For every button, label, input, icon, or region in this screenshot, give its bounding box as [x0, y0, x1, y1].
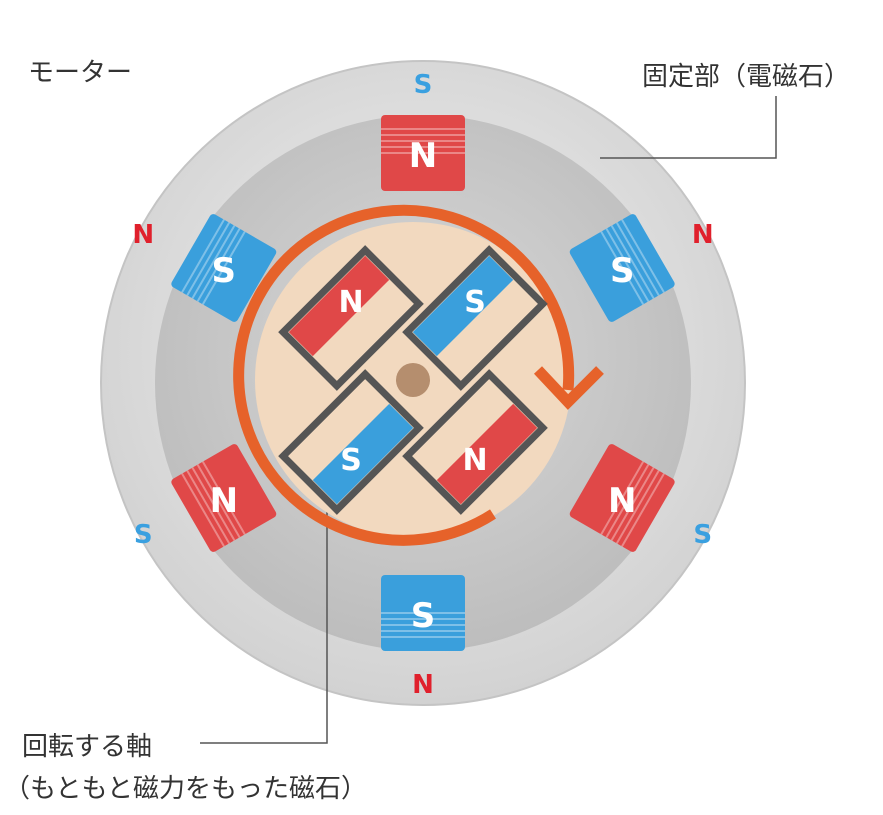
rotor-magnet-label: N: [338, 285, 363, 320]
coil-stripe: [186, 222, 231, 296]
coil-stripe: [600, 231, 645, 305]
stator-magnets: N S S N N S S N N S S N: [132, 70, 713, 700]
rotor-magnet-pole: [436, 403, 538, 505]
rotor-magnet: N: [278, 245, 424, 391]
stator-outer-pole-label: N: [412, 670, 434, 700]
coil-stripe: [615, 222, 660, 296]
coil-stripe: [615, 470, 660, 544]
stator-magnet-body: [381, 575, 465, 651]
stator-magnet-face-label: S: [212, 251, 237, 291]
stator-magnet-face-label: N: [409, 136, 437, 176]
coil-stripe: [201, 461, 246, 535]
rotor-label-line1: 回転する軸: [22, 732, 153, 762]
stator-magnet-body: [569, 214, 675, 322]
rotor-magnet-label: S: [464, 285, 486, 320]
stator-magnet: S: [569, 214, 675, 322]
stator-outer-pole-label: N: [132, 220, 154, 250]
coil-stripe: [605, 464, 650, 538]
rotor-leader-line: [200, 512, 328, 744]
rotor-magnet: N: [402, 369, 548, 515]
rotor-magnet-pole: [412, 255, 514, 357]
rotor-magnet-label: N: [462, 443, 487, 478]
stator-leader-line: [600, 96, 777, 159]
stator-magnet-face-label: S: [411, 596, 436, 636]
stator-magnet: N: [381, 115, 465, 191]
coil-stripe: [621, 473, 665, 547]
coil-stripe: [181, 219, 225, 293]
stator-magnet: S: [381, 575, 465, 651]
diagram-title: モーター: [28, 58, 133, 88]
rotor-magnet: S: [402, 245, 548, 391]
stator-magnet: S: [171, 214, 277, 322]
coil-stripe: [196, 228, 241, 302]
stator-outer-pole-label: S: [134, 520, 153, 550]
stator-label: 固定部（電磁石）: [642, 62, 851, 92]
stator-magnet-body: [381, 115, 465, 191]
rotor-magnets: N S S N: [278, 245, 548, 515]
coil-stripe: [181, 473, 225, 547]
stator-magnet-face-label: N: [210, 481, 238, 521]
stator-magnet: N: [171, 444, 277, 552]
stator-magnet-face-label: S: [610, 251, 635, 291]
stator-magnet-body: [171, 444, 277, 552]
coil-stripe: [186, 470, 231, 544]
coil-stripe: [600, 461, 645, 535]
coil-stripe: [201, 231, 246, 305]
rotor-magnet-label: S: [340, 443, 362, 478]
stator-outer-pole-label: S: [414, 70, 433, 100]
stator-magnet-body: [171, 214, 277, 322]
coil-stripe: [621, 219, 665, 293]
stator-outer-pole-label: S: [693, 520, 712, 550]
coil-stripe: [191, 225, 236, 299]
coil-stripe: [191, 467, 236, 541]
rotor-magnet-pole: [288, 255, 390, 357]
stator-magnet-face-label: N: [608, 481, 636, 521]
stator-outer-pole-label: N: [692, 220, 714, 250]
coil-stripe: [610, 467, 655, 541]
rotor-label-line2: （もともと磁力をもった磁石）: [4, 774, 367, 804]
stator-magnet-body: [569, 444, 675, 552]
rotation-arrowhead: [533, 366, 604, 410]
rotor-magnet: S: [278, 369, 424, 515]
coil-stripe: [196, 464, 241, 538]
stator-magnet: N: [569, 444, 675, 552]
rotation-arrow-icon: [233, 204, 575, 546]
coil-stripe: [610, 225, 655, 299]
rotor-magnet-frame: [402, 369, 548, 515]
coil-stripe: [605, 228, 650, 302]
shaft-hub-icon: [396, 363, 430, 397]
rotor-magnet-pole: [312, 403, 414, 505]
